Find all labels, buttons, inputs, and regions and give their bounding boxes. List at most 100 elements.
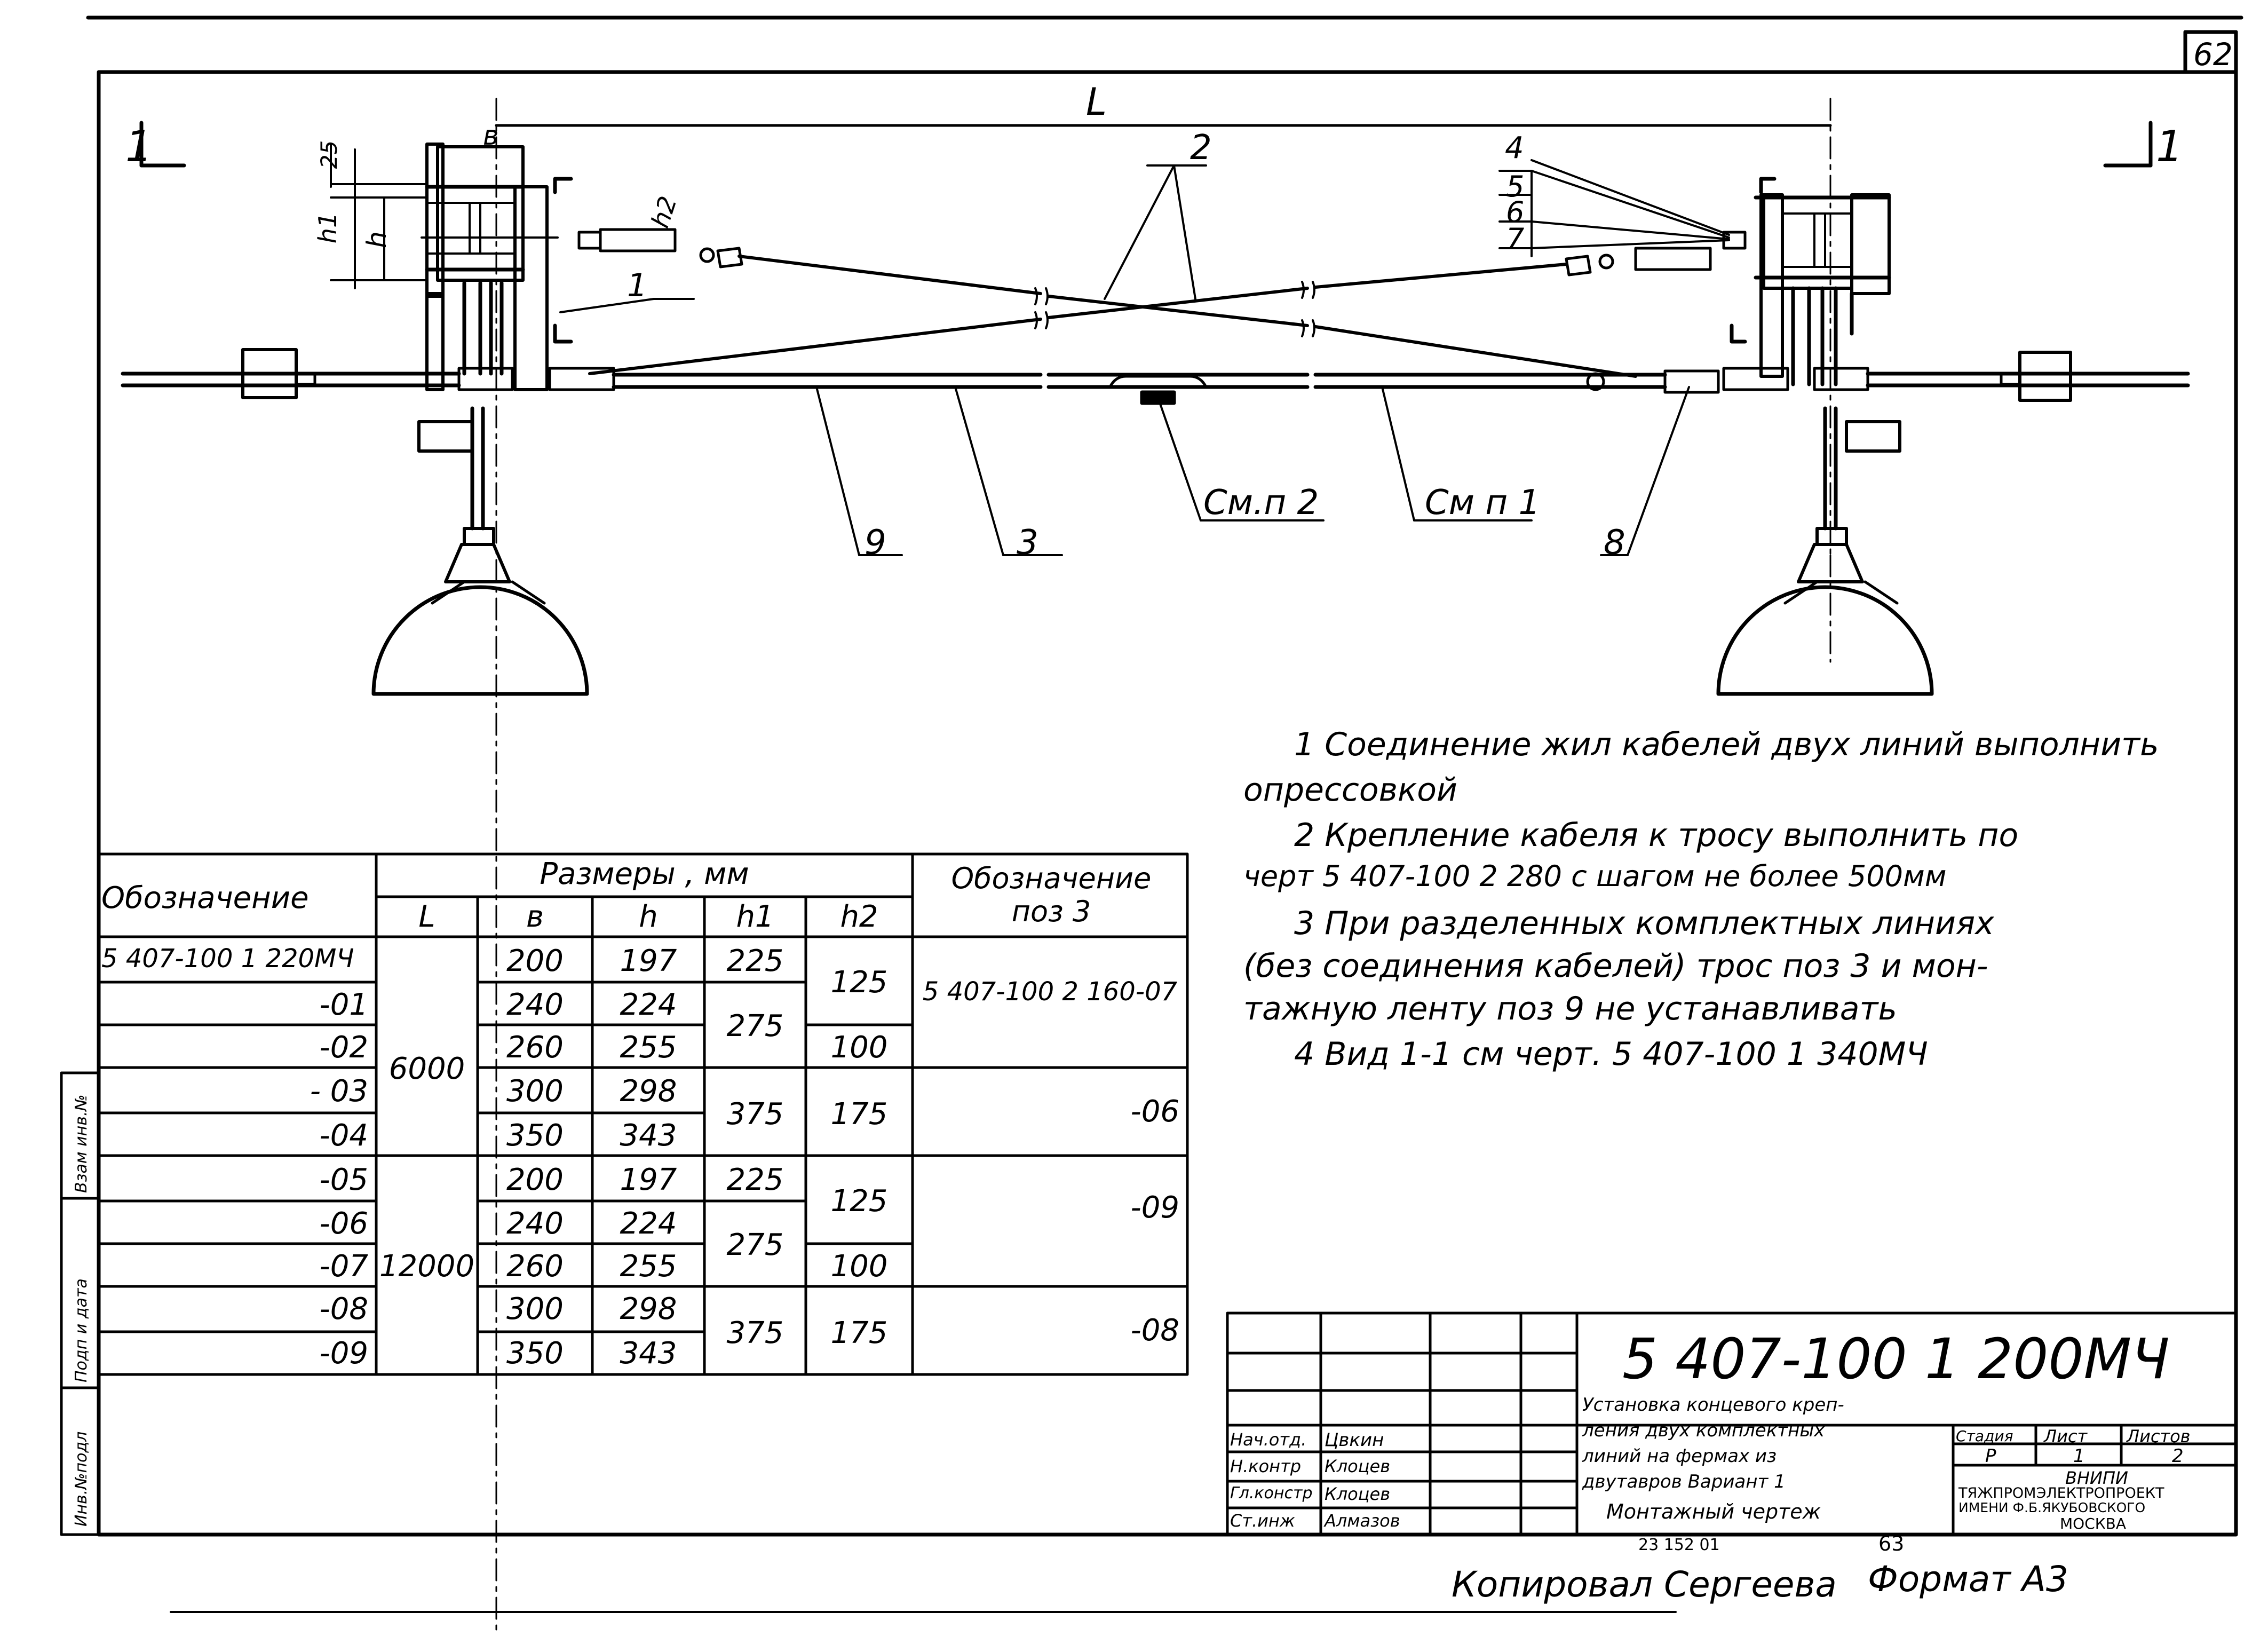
cable-cross-b	[588, 318, 1042, 375]
note-line-5: 3 При разделенных комплектных линиях	[1294, 905, 1994, 942]
name-3: Клоцев	[1325, 1484, 1391, 1504]
callout-3: 3	[1017, 523, 1038, 563]
page-number: 62	[2193, 36, 2233, 73]
name-4: Алмазов	[1325, 1511, 1400, 1531]
callout-see-note-1: См п 1	[1425, 483, 1541, 523]
section-mark-right: 1	[2156, 122, 2183, 171]
callout-7: 7	[1506, 222, 1525, 256]
h1-group: 225	[726, 1163, 784, 1197]
title-block	[1226, 1311, 2238, 1536]
callout-6: 6	[1506, 195, 1525, 229]
row-b: 260	[506, 1030, 564, 1065]
callout-9: 9	[865, 523, 886, 563]
note-line-8: 4 Вид 1-1 см черт. 5 407-100 1 340МЧ	[1294, 1036, 1928, 1073]
row-b: 200	[506, 1163, 564, 1197]
callout-5: 5	[1506, 170, 1525, 203]
row-h: 298	[620, 1074, 677, 1109]
row-b: 300	[506, 1074, 564, 1109]
row-h: 343	[620, 1336, 677, 1371]
title-line-1: Установка концевого креп-	[1582, 1394, 1844, 1416]
section-mark-left: 1	[125, 122, 153, 171]
sheet-header: Лист	[2044, 1426, 2088, 1447]
note-line-2: опрессовкой	[1243, 771, 1457, 809]
title-line-5: Монтажный чертеж	[1606, 1500, 1821, 1523]
left-lamp	[371, 585, 589, 696]
row-designation: -07	[319, 1249, 368, 1284]
org-line-3: ИМЕНИ Ф.Б.ЯКУБОВСКОГО	[1958, 1500, 2146, 1515]
note-line-4: черт 5 407-100 2 280 с шагом не более 50…	[1243, 859, 1947, 893]
row-h: 343	[620, 1118, 677, 1153]
org-line-4: МОСКВА	[2060, 1515, 2126, 1532]
row-h: 255	[620, 1030, 677, 1065]
row-designation: -04	[319, 1118, 368, 1153]
h1-group: 275	[726, 1009, 784, 1044]
sheets-value: 2	[2172, 1445, 2184, 1467]
role-2: Н.контр	[1230, 1456, 1302, 1476]
role-4: Ст.инж	[1230, 1511, 1295, 1531]
under-title-right: 63	[1878, 1532, 1905, 1555]
col-b: в	[526, 899, 544, 934]
L-group-6000: 6000	[388, 1052, 465, 1086]
h2-group: 100	[830, 1030, 888, 1065]
callout-1: 1	[627, 267, 648, 304]
h2-group: 175	[830, 1097, 888, 1132]
callout-4: 4	[1505, 131, 1524, 165]
copied-by: Копировал Сергеева	[1452, 1564, 1837, 1605]
L-group-12000: 12000	[379, 1249, 475, 1284]
h2-group: 125	[830, 1184, 888, 1219]
dim-h: h	[361, 231, 392, 248]
sheet-format: Формат А3	[1868, 1559, 2068, 1600]
row-b: 200	[506, 944, 564, 978]
side-stamp-replacement: Взам инв.№	[72, 1094, 91, 1193]
row-h: 197	[620, 944, 677, 978]
dim-25: 25	[316, 140, 343, 169]
side-stamp-inventory: Инв.№подл	[72, 1431, 91, 1527]
table-header-designation: Обозначение	[101, 881, 309, 915]
stage-value: Р	[1985, 1445, 1996, 1467]
row-h: 197	[620, 1163, 677, 1197]
row-b: 240	[506, 1206, 564, 1241]
org-line-2: ТЯЖПРОМЭЛЕКТРОПРОЕКТ	[1958, 1485, 2164, 1501]
title-line-2: ления двух комплектных	[1582, 1420, 1825, 1441]
col-L: L	[418, 899, 435, 934]
title-line-4: двутавров Вариант 1	[1582, 1471, 1786, 1492]
row-designation: -08	[319, 1292, 368, 1326]
role-3: Гл.констр	[1230, 1484, 1313, 1503]
role-1: Нач.отд.	[1230, 1429, 1307, 1450]
under-title-left: 23 152 01	[1638, 1536, 1720, 1554]
dim-h1: h1	[313, 212, 343, 244]
row-designation: -09	[319, 1336, 368, 1371]
row-designation: -02	[319, 1030, 368, 1065]
note-line-6: (без соединения кабелей) трос поз 3 и мо…	[1243, 947, 1988, 985]
callout-see-note-2: См.п 2	[1203, 483, 1319, 523]
row-h: 224	[620, 987, 677, 1022]
right-beam-web	[1762, 196, 1853, 290]
cable-cross-a	[738, 255, 1042, 295]
row-b: 260	[506, 1249, 564, 1284]
row-h: 298	[620, 1292, 677, 1326]
col-h2: h2	[840, 899, 878, 934]
col-h1: h1	[736, 899, 774, 934]
row-h: 255	[620, 1249, 677, 1284]
pos3-group: -08	[1130, 1313, 1179, 1348]
row-designation: - 03	[310, 1074, 368, 1109]
note-line-3: 2 Крепление кабеля к тросу выполнить по	[1294, 817, 2019, 854]
row-designation: 5 407-100 1 220МЧ	[101, 944, 354, 974]
h2-group: 175	[830, 1316, 888, 1350]
h2-group: 125	[830, 965, 888, 1000]
pos3-group: -09	[1130, 1190, 1179, 1225]
note-line-7: тажную ленту поз 9 не устанавливать	[1243, 990, 1897, 1028]
h2-group: 100	[830, 1249, 888, 1284]
h1-group: 225	[726, 944, 784, 978]
col-h: h	[639, 899, 658, 934]
table-header-sizes: Размеры , мм	[540, 857, 749, 891]
h1-group: 375	[726, 1316, 784, 1350]
callout-2: 2	[1190, 128, 1212, 168]
dim-L: L	[1086, 80, 1107, 124]
drawing-frame	[97, 70, 2238, 1537]
row-h: 224	[620, 1206, 677, 1241]
org-line-1: ВНИПИ	[2065, 1468, 2128, 1488]
sheet-value: 1	[2073, 1445, 2085, 1467]
name-1: Цвкин	[1325, 1429, 1384, 1451]
dim-b: в	[483, 120, 499, 151]
